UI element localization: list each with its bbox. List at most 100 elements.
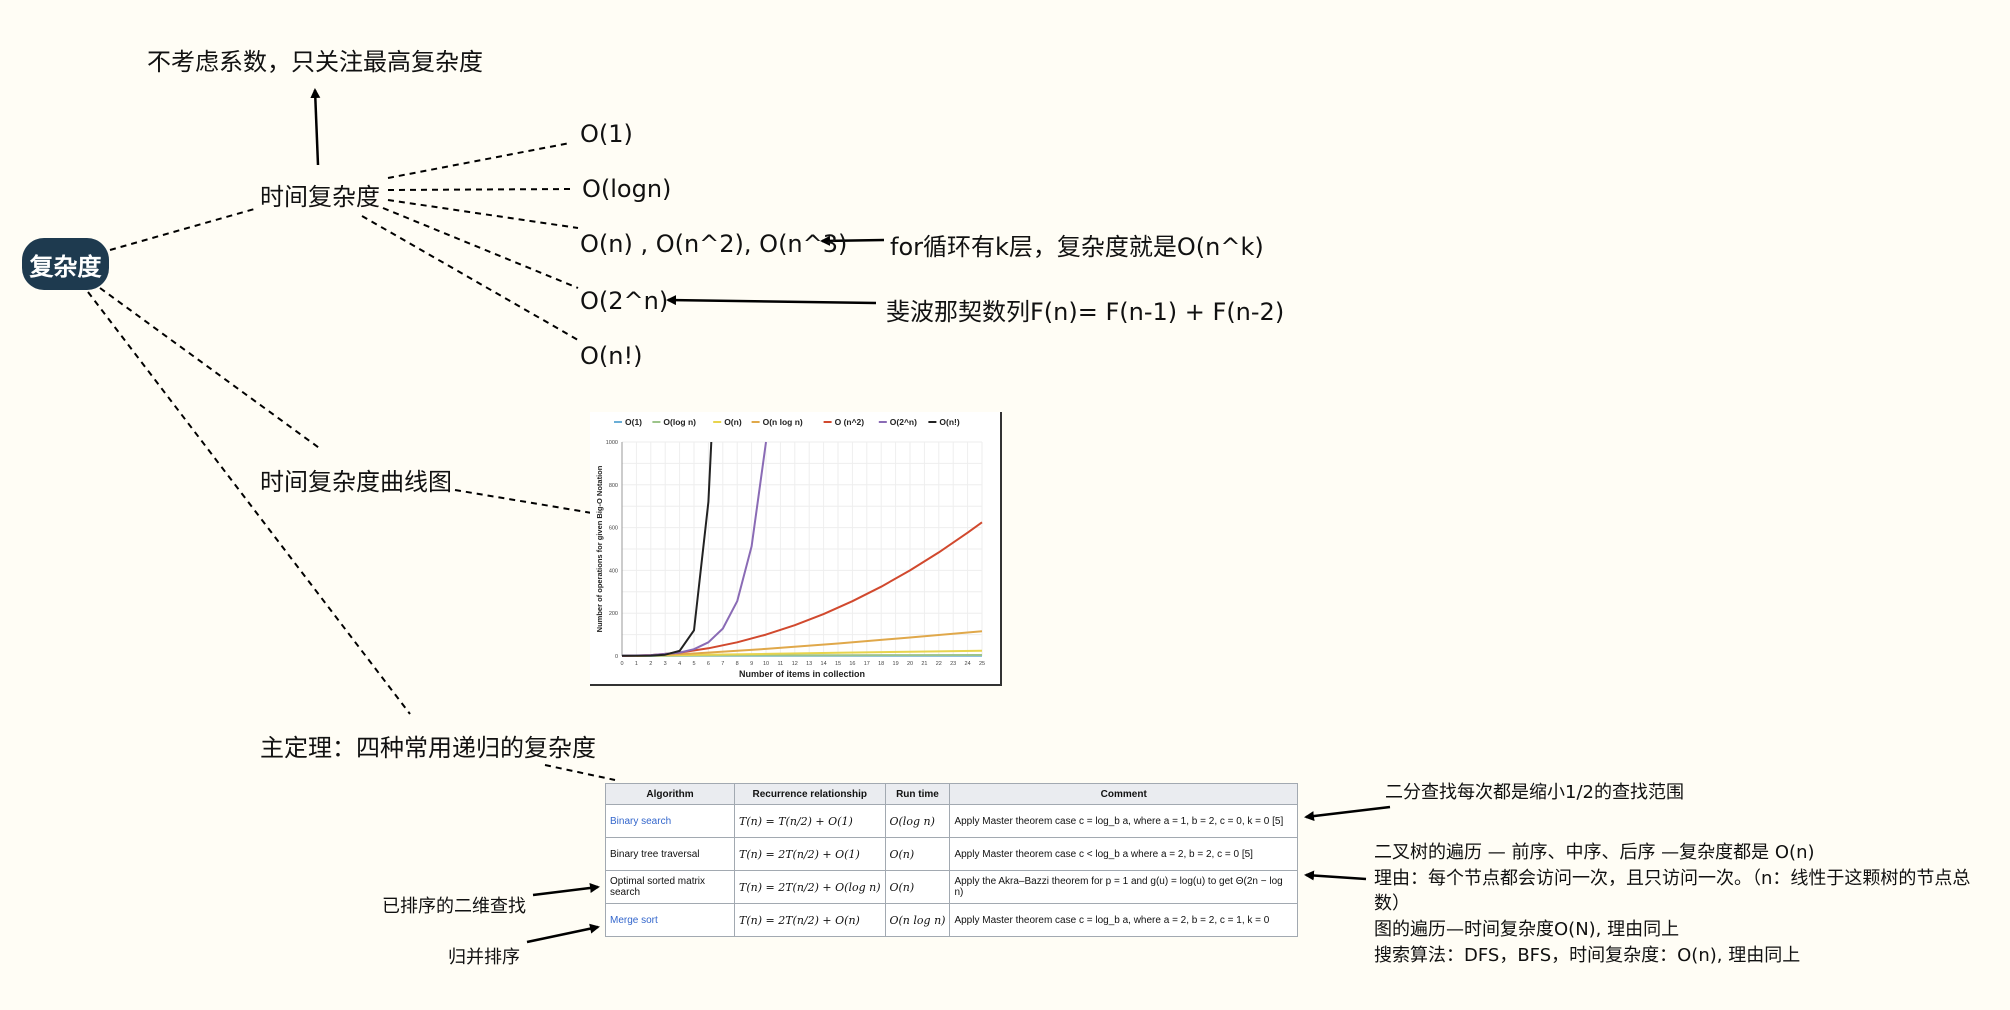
runtime-cell: O(n) bbox=[884, 837, 951, 871]
legend-label-4: O (n^2) bbox=[835, 417, 865, 427]
x-tick-label: 21 bbox=[921, 661, 927, 667]
x-tick-label: 2 bbox=[649, 661, 652, 667]
complexity-on[interactable]: O(n) , O(n^2), O(n^3) bbox=[580, 230, 848, 258]
comment-cell: Apply Master theorem case c < log_b a wh… bbox=[949, 837, 1298, 871]
x-tick-label: 6 bbox=[707, 661, 710, 667]
coefficient-note: 不考虑系数，只关注最高复杂度 bbox=[147, 48, 483, 76]
y-tick-label: 800 bbox=[609, 483, 618, 489]
table-row: Merge sort T(n) = 2T(n/2) + O(n) O(n log… bbox=[605, 903, 1298, 937]
x-tick-label: 16 bbox=[849, 661, 855, 667]
algorithm-link-merge-sort[interactable]: Merge sort bbox=[605, 903, 735, 937]
header-comment: Comment bbox=[949, 783, 1298, 805]
arrow-tree-traversal bbox=[1304, 870, 1367, 881]
x-tick-label: 24 bbox=[965, 661, 971, 667]
y-tick-label: 1000 bbox=[606, 440, 618, 446]
legend-label-1: O(log n) bbox=[663, 417, 696, 427]
x-tick-label: 23 bbox=[950, 661, 956, 667]
x-tick-label: 10 bbox=[763, 661, 769, 667]
x-tick-label: 5 bbox=[692, 661, 695, 667]
time-curve-node[interactable]: 时间复杂度曲线图 bbox=[260, 468, 452, 496]
x-tick-label: 1 bbox=[635, 661, 638, 667]
x-tick-label: 25 bbox=[979, 661, 985, 667]
arrow-binary-search bbox=[1304, 805, 1391, 822]
comment-cell: Apply the Akra–Bazzi theorem for p = 1 a… bbox=[949, 870, 1298, 904]
edge-time-ologn bbox=[387, 188, 573, 191]
series-line-2 bbox=[621, 649, 983, 657]
algorithm-cell: Binary tree traversal bbox=[605, 837, 735, 871]
y-tick-label: 0 bbox=[615, 654, 618, 660]
arrow-merge-sort bbox=[526, 923, 600, 944]
table-row: Optimal sorted matrix search T(n) = 2T(n… bbox=[605, 870, 1298, 904]
time-complexity-node[interactable]: 时间复杂度 bbox=[260, 183, 380, 211]
search-algorithm-note: 搜索算法：DFS，BFS，时间复杂度：O(n), 理由同上 bbox=[1374, 945, 1801, 966]
tree-traversal-note-3: 数） bbox=[1374, 893, 1410, 914]
recurrence-cell: T(n) = 2T(n/2) + O(1) bbox=[734, 837, 886, 871]
x-tick-label: 19 bbox=[893, 661, 899, 667]
tree-traversal-note-1: 二叉树的遍历 — 前序、中序、后序 —复杂度都是 O(n) bbox=[1374, 842, 1815, 863]
table-row: Binary search T(n) = T(n/2) + O(1) O(log… bbox=[605, 804, 1298, 838]
recurrence-cell: T(n) = 2T(n/2) + O(n) bbox=[734, 903, 886, 937]
recurrence-table: Algorithm Recurrence relationship Run ti… bbox=[605, 783, 1298, 937]
binary-search-note: 二分查找每次都是缩小1/2的查找范围 bbox=[1385, 782, 1684, 803]
x-axis-label: Number of items in collection bbox=[739, 669, 865, 679]
y-axis-label: Number of operations for given Big-O Not… bbox=[595, 465, 604, 632]
x-tick-label: 4 bbox=[678, 661, 681, 667]
graph-traversal-note: 图的遍历—时间复杂度O(N), 理由同上 bbox=[1374, 919, 1680, 940]
comment-cell: Apply Master theorem case c = log_b a, w… bbox=[949, 804, 1298, 838]
x-tick-label: 8 bbox=[736, 661, 739, 667]
series-line-6 bbox=[621, 441, 713, 657]
arrow-for-loop bbox=[820, 235, 885, 246]
arrow-to-coefficient-note bbox=[310, 88, 321, 166]
complexity-ologn[interactable]: O(logn) bbox=[582, 175, 672, 203]
series-line-3 bbox=[636, 630, 983, 657]
runtime-cell: O(n log n) bbox=[884, 903, 951, 937]
table-header-row: Algorithm Recurrence relationship Run ti… bbox=[605, 783, 1298, 805]
recurrence-cell: T(n) = T(n/2) + O(1) bbox=[734, 804, 886, 838]
master-theorem-node[interactable]: 主定理：四种常用递归的复杂度 bbox=[260, 734, 596, 762]
algorithm-link-binary-search[interactable]: Binary search bbox=[605, 804, 735, 838]
recurrence-cell: T(n) = 2T(n/2) + O(log n) bbox=[734, 870, 886, 904]
fibonacci-note: 斐波那契数列F(n)= F(n-1) + F(n-2) bbox=[886, 298, 1285, 326]
edge-time-onfact bbox=[361, 215, 579, 341]
edge-time-o2n bbox=[382, 207, 579, 289]
x-tick-label: 11 bbox=[778, 661, 784, 667]
arrow-sorted-matrix bbox=[532, 883, 600, 897]
legend-label-2: O(n) bbox=[724, 417, 742, 427]
x-tick-label: 12 bbox=[792, 661, 798, 667]
x-tick-label: 0 bbox=[620, 661, 623, 667]
edge-curve-chart bbox=[454, 489, 593, 514]
runtime-cell: O(log n) bbox=[884, 804, 951, 838]
sorted-matrix-note: 已排序的二维查找 bbox=[382, 896, 526, 917]
y-tick-label: 600 bbox=[609, 526, 618, 532]
root-node[interactable]: 复杂度 bbox=[22, 238, 109, 290]
y-tick-label: 400 bbox=[609, 568, 618, 574]
x-tick-label: 7 bbox=[721, 661, 724, 667]
edge-root-time bbox=[109, 207, 259, 251]
edge-time-o1 bbox=[387, 142, 571, 179]
complexity-o2n[interactable]: O(2^n) bbox=[580, 287, 669, 315]
legend-label-6: O(n!) bbox=[939, 417, 959, 427]
x-tick-label: 13 bbox=[806, 661, 812, 667]
complexity-o1[interactable]: O(1) bbox=[580, 120, 633, 148]
legend-label-5: O(2^n) bbox=[890, 417, 917, 427]
x-tick-label: 14 bbox=[821, 661, 827, 667]
runtime-cell: O(n) bbox=[884, 870, 951, 904]
edge-root-master bbox=[87, 291, 411, 715]
edge-root-curve bbox=[99, 287, 323, 451]
x-tick-label: 9 bbox=[750, 661, 753, 667]
edge-time-on bbox=[387, 199, 579, 229]
arrow-fibonacci bbox=[666, 295, 877, 306]
x-tick-label: 22 bbox=[936, 661, 942, 667]
comment-cell: Apply Master theorem case c = log_b a, w… bbox=[949, 903, 1298, 937]
table-row: Binary tree traversal T(n) = 2T(n/2) + O… bbox=[605, 837, 1298, 871]
y-tick-label: 200 bbox=[609, 611, 618, 617]
algorithm-cell: Optimal sorted matrix search bbox=[605, 870, 735, 904]
complexity-onfact[interactable]: O(n!) bbox=[580, 342, 643, 370]
legend-label-0: O(1) bbox=[625, 417, 642, 427]
header-runtime: Run time bbox=[884, 783, 951, 805]
header-recurrence: Recurrence relationship bbox=[734, 783, 886, 805]
x-tick-label: 17 bbox=[864, 661, 870, 667]
